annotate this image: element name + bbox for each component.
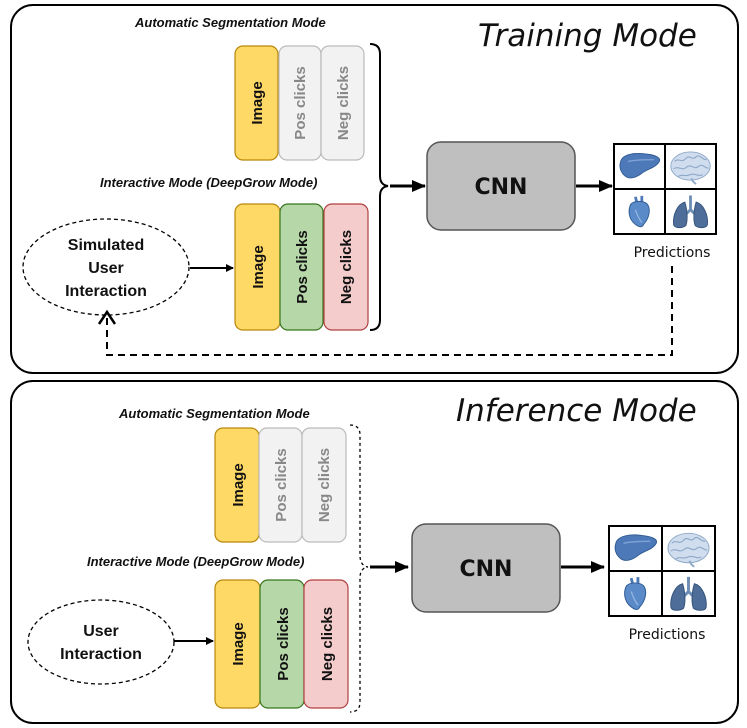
- inference-panel: Inference Mode Automatic Segmentation Mo…: [10, 380, 739, 724]
- inference-auto-image-channel: Image: [214, 427, 260, 543]
- channel-label: Neg clicks: [316, 448, 333, 522]
- training-panel-border: [10, 4, 739, 374]
- inference-title: Inference Mode: [456, 393, 697, 429]
- training-brace: [369, 43, 389, 331]
- inference-int-neg-channel: Neg clicks: [303, 579, 349, 709]
- channel-label: Image: [250, 245, 267, 288]
- training-panel: Training Mode Automatic Segmentation Mod…: [10, 4, 739, 374]
- training-cnn-box: CNN: [426, 141, 576, 231]
- channel-label: Neg clicks: [335, 66, 352, 140]
- training-int-neg-channel: Neg clicks: [323, 203, 369, 331]
- inference-auto-label: Automatic Segmentation Mode: [118, 406, 310, 421]
- user-line: Simulated: [68, 237, 144, 254]
- channel-label: Pos clicks: [273, 448, 290, 521]
- training-user-interaction-ellipse: Simulated User Interaction: [22, 218, 190, 316]
- training-auto-label: Automatic Segmentation Mode: [134, 15, 326, 30]
- inference-user-interaction-ellipse: User Interaction: [27, 599, 175, 685]
- training-int-pos-channel: Pos clicks: [279, 203, 324, 331]
- feedback-arrowhead-icon: [97, 309, 117, 325]
- cnn-label: CNN: [460, 557, 513, 582]
- cnn-label: CNN: [475, 175, 528, 200]
- training-interactive-label: Interactive Mode (DeepGrow Mode): [100, 175, 317, 190]
- user-line: User: [88, 260, 124, 277]
- channel-label: Image: [249, 81, 266, 124]
- channel-label: Neg clicks: [319, 607, 336, 681]
- training-auto-neg-channel: Neg clicks: [320, 45, 365, 161]
- inference-auto-neg-channel: Neg clicks: [301, 427, 347, 543]
- channel-label: Image: [230, 463, 247, 506]
- channel-label: Pos clicks: [275, 607, 292, 680]
- training-auto-pos-channel: Pos clicks: [278, 45, 322, 161]
- training-title: Training Mode: [478, 18, 697, 54]
- training-int-image-channel: Image: [234, 203, 281, 331]
- channel-label: Pos clicks: [292, 66, 309, 139]
- training-feedback-loop: [106, 266, 673, 356]
- channel-label: Pos clicks: [294, 230, 311, 303]
- inference-int-pos-channel: Pos clicks: [259, 579, 305, 709]
- training-predictions-label: Predictions: [634, 245, 711, 261]
- user-line: User: [83, 623, 119, 640]
- training-predictions-grid: [613, 143, 717, 235]
- inference-interactive-label: Interactive Mode (DeepGrow Mode): [87, 554, 304, 569]
- inference-predictions-grid: [608, 525, 716, 617]
- inference-auto-pos-channel: Pos clicks: [258, 427, 303, 543]
- channel-label: Image: [230, 622, 247, 665]
- channel-label: Neg clicks: [338, 230, 355, 304]
- user-line: Interaction: [60, 646, 142, 663]
- inference-cnn-box: CNN: [411, 523, 561, 613]
- training-auto-image-channel: Image: [234, 45, 279, 161]
- inference-panel-border: [10, 380, 739, 724]
- inference-brace: [349, 424, 369, 713]
- inference-predictions-label: Predictions: [629, 627, 706, 643]
- inference-int-image-channel: Image: [214, 579, 261, 709]
- user-line: Interaction: [65, 283, 147, 300]
